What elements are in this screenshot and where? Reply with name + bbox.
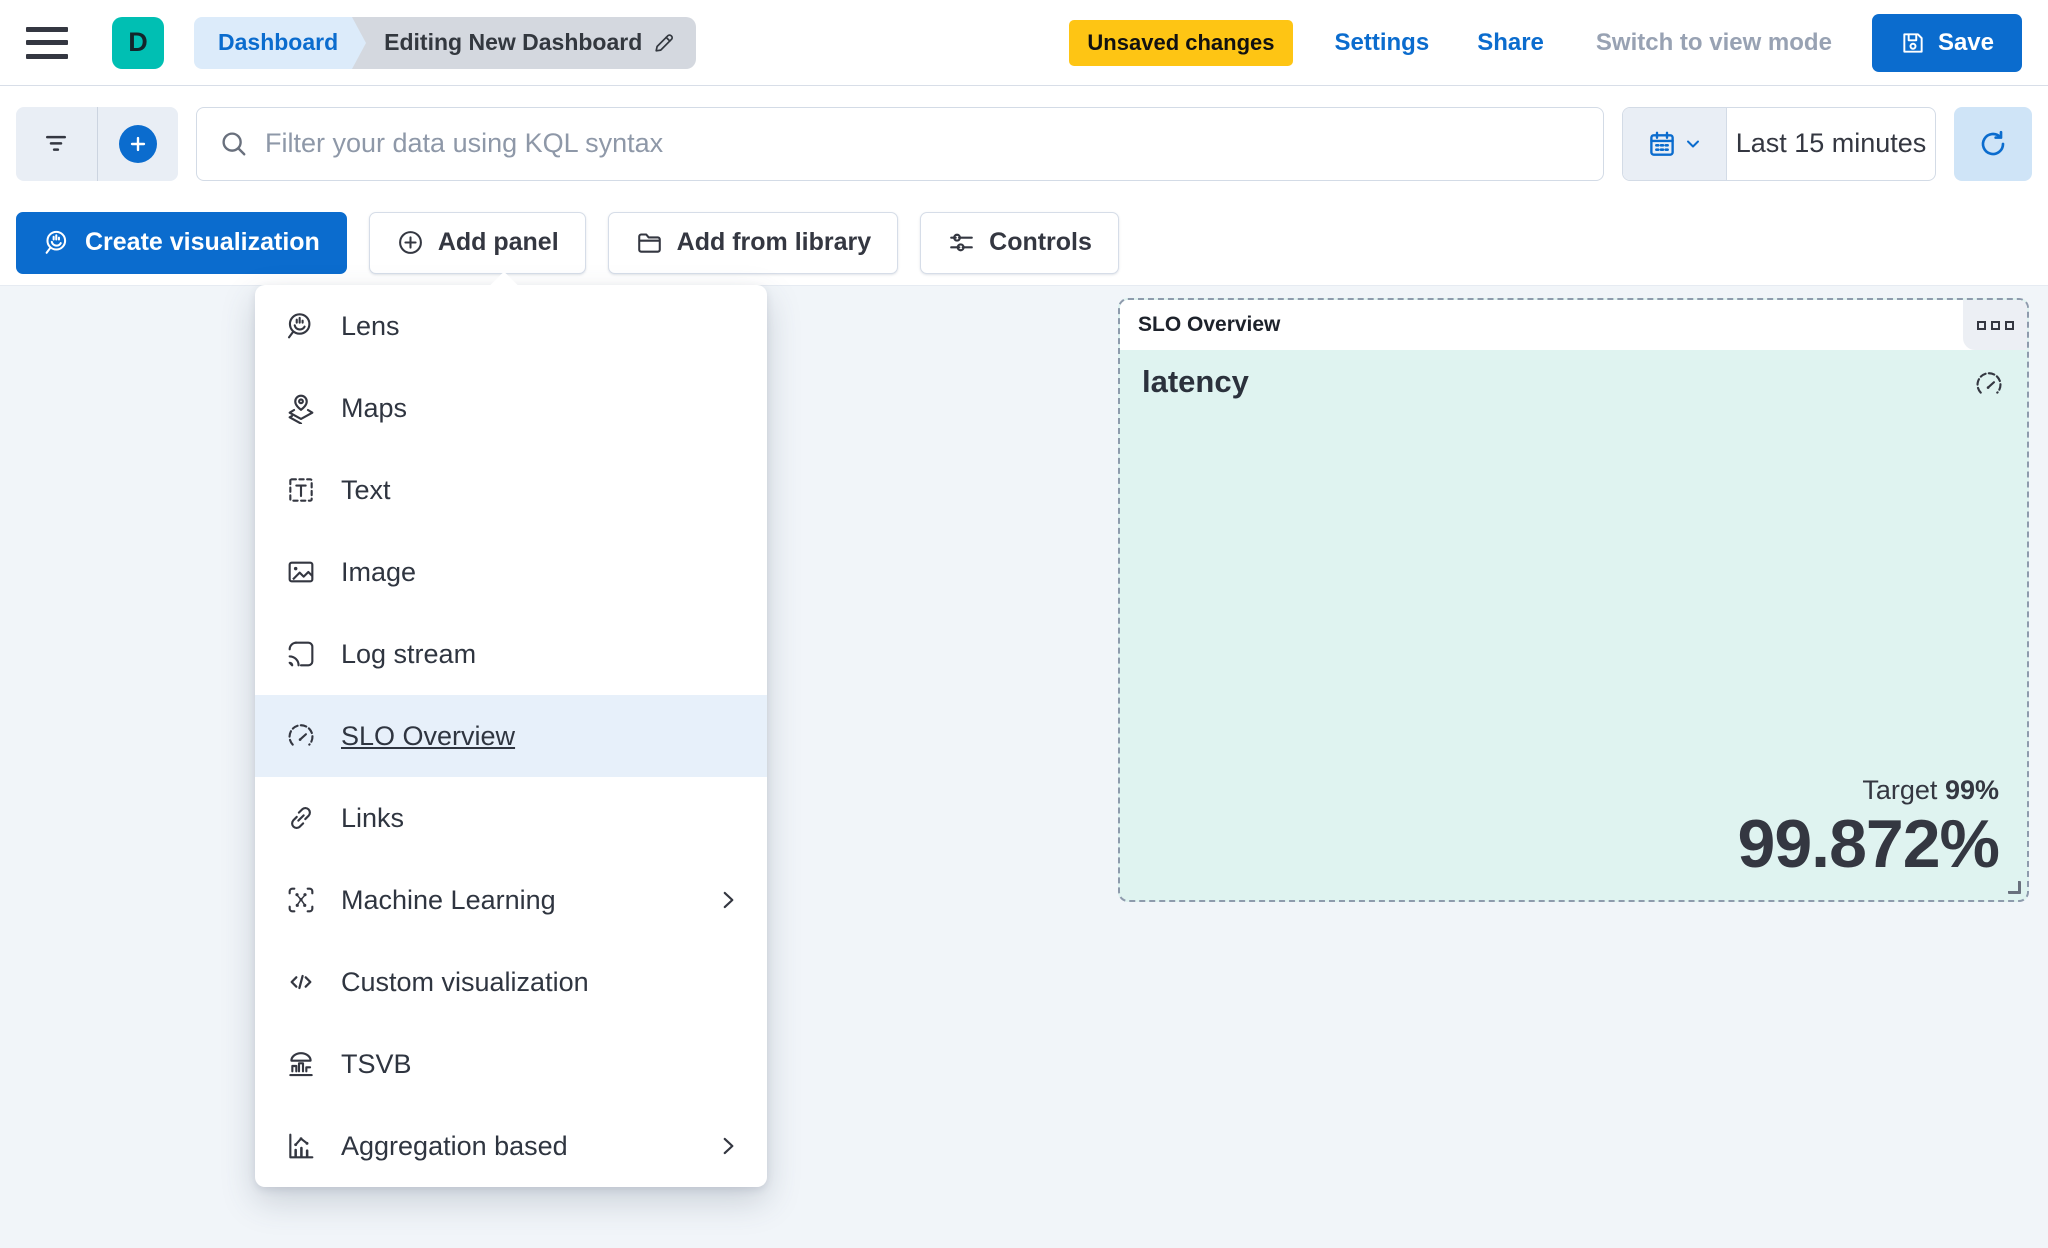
share-link[interactable]: Share — [1477, 28, 1544, 56]
slo-metric-body: latency Target 99% 99.872% — [1120, 350, 2027, 900]
menu-item-label: Image — [341, 556, 417, 587]
menu-item-custom-visualization[interactable]: Custom visualization — [255, 941, 767, 1023]
switch-to-view-mode-link[interactable]: Switch to view mode — [1595, 28, 1832, 56]
breadcrumb-current-label: Editing New Dashboard — [384, 29, 643, 55]
panel-options-button[interactable] — [1963, 300, 2027, 350]
lens-icon — [45, 230, 67, 254]
add-from-library-label: Add from library — [676, 228, 872, 256]
menu-item-maps[interactable]: Maps — [255, 367, 767, 449]
kql-search-input[interactable] — [265, 128, 1581, 159]
menu-hamburger-icon[interactable] — [26, 26, 68, 59]
breadcrumb: Dashboard Editing New Dashboard — [194, 16, 697, 69]
slo-overview-panel[interactable]: SLO Overview latency Target 99% 99.872% — [1118, 298, 2029, 902]
menu-item-label: Text — [341, 474, 391, 505]
image-icon — [288, 561, 314, 583]
chevron-right-icon — [723, 1137, 734, 1155]
maps-icon — [288, 394, 314, 424]
folder-icon — [637, 233, 661, 253]
plus-circle-outline-icon — [398, 231, 422, 254]
save-button-label: Save — [1937, 28, 1994, 56]
unsaved-changes-badge: Unsaved changes — [1069, 19, 1293, 66]
boxes-horizontal-icon — [1976, 320, 1986, 330]
date-picker-calendar-button[interactable] — [1623, 107, 1727, 180]
filter-icon-button[interactable] — [16, 107, 97, 181]
menu-item-label: Lens — [341, 310, 400, 341]
menu-item-label: SLO Overview — [341, 720, 516, 751]
menu-item-label: Machine Learning — [341, 884, 556, 915]
menu-item-tsvb[interactable]: TSVB — [255, 1023, 767, 1105]
time-range-value[interactable]: Last 15 minutes — [1735, 128, 1927, 158]
menu-item-lens[interactable]: Lens — [255, 285, 767, 367]
aggregation-icon — [289, 1133, 314, 1159]
menu-item-label: Maps — [341, 392, 408, 423]
top-navigation-bar: D Dashboard Editing New Dashboard Unsave… — [0, 0, 2048, 86]
refresh-icon — [1981, 130, 2005, 155]
add-panel-label: Add panel — [437, 228, 559, 256]
chevron-down-icon — [1686, 140, 1699, 147]
gauge-icon — [288, 724, 314, 746]
menu-item-image[interactable]: Image — [255, 531, 767, 613]
save-floppy-icon — [1903, 32, 1923, 53]
tsvb-icon — [289, 1052, 313, 1077]
breadcrumb-dashboard[interactable]: Dashboard — [194, 16, 367, 69]
slo-metric-title: latency — [1142, 364, 1249, 399]
panel-title: SLO Overview — [1138, 313, 1281, 336]
menu-item-aggregation-based[interactable]: Aggregation based — [255, 1105, 767, 1187]
menu-item-label: Custom visualization — [341, 966, 589, 997]
refresh-button[interactable] — [1954, 106, 2032, 181]
create-visualization-label: Create visualization — [85, 228, 320, 256]
menu-item-label: Aggregation based — [341, 1130, 568, 1161]
plus-circle-icon — [118, 124, 157, 163]
dashboard-toolbar: Create visualization Add panel Add from … — [0, 200, 2048, 285]
add-panel-button[interactable]: Add panel — [368, 211, 586, 274]
add-filter-button[interactable] — [96, 106, 179, 181]
link-icon — [291, 807, 311, 829]
controls-sliders-icon — [950, 233, 973, 252]
calendar-icon — [1649, 131, 1674, 156]
target-label: Target — [1862, 774, 1938, 805]
panel-header: SLO Overview — [1120, 300, 2027, 350]
controls-button[interactable]: Controls — [920, 211, 1119, 274]
date-picker: Last 15 minutes — [1622, 106, 1936, 181]
menu-item-label: Links — [341, 802, 405, 833]
menu-item-slo-overview[interactable]: SLO Overview — [255, 695, 767, 777]
menu-item-text[interactable]: Text — [255, 449, 767, 531]
avatar[interactable]: D — [112, 16, 164, 69]
search-icon — [222, 131, 246, 155]
sli-value: 99.872% — [1737, 805, 2000, 882]
save-button[interactable]: Save — [1871, 13, 2022, 72]
text-icon — [289, 478, 313, 502]
menu-item-machine-learning[interactable]: Machine Learning — [255, 859, 767, 941]
menu-item-links[interactable]: Links — [255, 777, 767, 859]
target-value: 99% — [1944, 774, 1999, 805]
add-panel-menu: Lens Maps Text — [255, 285, 767, 1187]
slo-stats: Target 99% 99.872% — [1737, 774, 2000, 882]
breadcrumb-current-title[interactable]: Editing New Dashboard — [352, 16, 697, 69]
machine-learning-icon — [288, 887, 314, 913]
menu-item-label: TSVB — [341, 1048, 412, 1079]
pencil-icon — [655, 33, 674, 52]
controls-label: Controls — [989, 228, 1092, 256]
panel-resize-handle[interactable] — [2008, 881, 2021, 894]
code-icon — [290, 974, 312, 990]
gauge-icon — [1976, 372, 2002, 394]
filter-controls-group — [16, 106, 179, 181]
filter-icon — [46, 135, 67, 151]
create-visualization-button[interactable]: Create visualization — [16, 211, 347, 274]
lens-icon — [287, 313, 311, 339]
kql-search-box — [196, 106, 1604, 181]
breadcrumb-dashboard-label: Dashboard — [218, 29, 339, 55]
menu-item-label: Log stream — [341, 638, 477, 669]
settings-link[interactable]: Settings — [1334, 28, 1430, 56]
log-stream-icon — [288, 641, 314, 667]
chevron-right-icon — [723, 891, 734, 909]
add-from-library-button[interactable]: Add from library — [607, 211, 899, 274]
query-bar: Last 15 minutes — [0, 87, 2048, 200]
menu-item-log-stream[interactable]: Log stream — [255, 613, 767, 695]
